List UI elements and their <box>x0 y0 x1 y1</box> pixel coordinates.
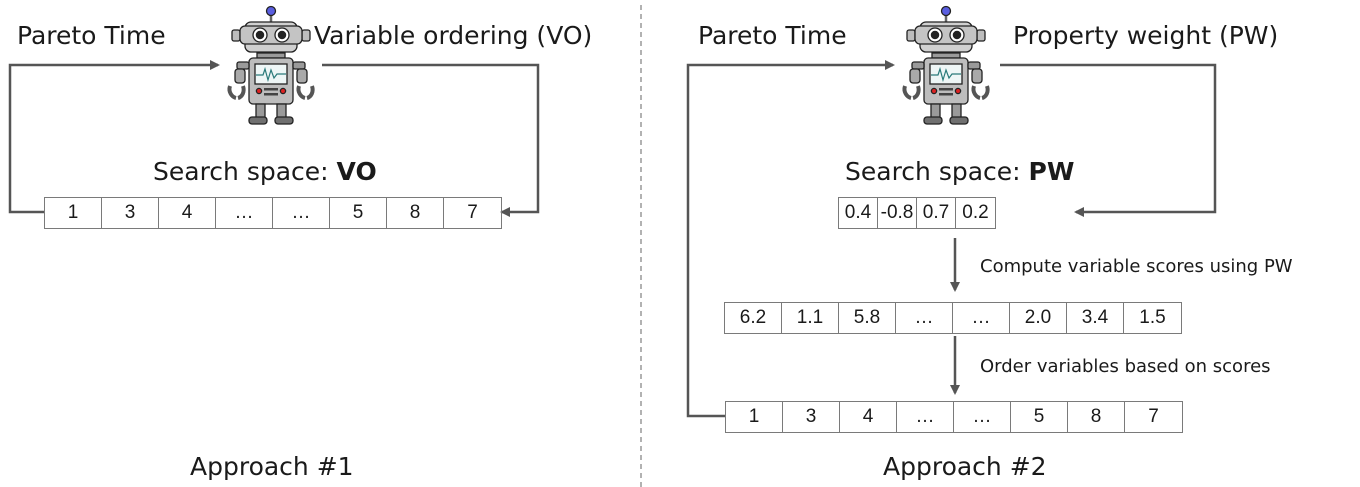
a2-score-cell: 6.2 <box>725 303 782 333</box>
a2-score-cell: 1.1 <box>782 303 839 333</box>
a2-space-prefix: Search space: <box>845 157 1029 186</box>
a1-title: Approach #1 <box>190 452 354 481</box>
a2-order-cell: 1 <box>726 402 783 432</box>
a2-step2-label: Order variables based on scores <box>980 356 1271 377</box>
a2-title: Approach #2 <box>883 452 1047 481</box>
a1-search-space-label: Search space: VO <box>153 157 377 187</box>
a2-weight-cell: -0.8 <box>878 198 917 228</box>
a1-output-label: Variable ordering (VO) <box>314 21 593 50</box>
a2-weight-cell: 0.2 <box>962 202 989 223</box>
robot-icon <box>227 5 315 125</box>
a1-vo-cell: 8 <box>387 198 444 228</box>
a2-input-arrow <box>686 60 895 418</box>
a2-space-bold: PW <box>1028 157 1075 186</box>
a2-score-cell: … <box>896 303 953 333</box>
a2-step1-label: Compute variable scores using PW <box>980 256 1293 277</box>
a2-order-cell: 7 <box>1148 406 1159 427</box>
a1-vo-array: 1 3 4 … … 5 8 7 <box>44 197 502 229</box>
a1-input-label: Pareto Time <box>17 21 166 50</box>
a1-output-arrow <box>322 63 540 217</box>
a2-output-arrow <box>1000 63 1217 217</box>
a1-vo-cell: 3 <box>102 198 159 228</box>
a2-weight-cell: 0.4 <box>839 198 878 228</box>
a1-space-prefix: Search space: <box>153 157 337 186</box>
a1-vo-cell: 7 <box>467 202 478 223</box>
a1-vo-cell: 1 <box>45 198 102 228</box>
a1-input-arrow <box>8 60 220 214</box>
a2-input-label: Pareto Time <box>698 21 847 50</box>
a2-order-cell: 5 <box>1011 402 1068 432</box>
a2-weight-cell: 0.7 <box>917 198 956 228</box>
a2-order-cell: 3 <box>783 402 840 432</box>
a2-score-cell: 3.4 <box>1067 303 1124 333</box>
robot-icon <box>902 5 990 125</box>
a2-order-cell: 8 <box>1068 402 1125 432</box>
a2-order-cell: … <box>897 402 954 432</box>
a2-weight-array: 0.4 -0.8 0.7 0.2 <box>838 197 996 229</box>
a2-score-cell: 5.8 <box>839 303 896 333</box>
a2-order-cell: 4 <box>840 402 897 432</box>
a2-score-cell: 2.0 <box>1010 303 1067 333</box>
a2-order-array: 1 3 4 … … 5 8 7 <box>725 401 1183 433</box>
a2-score-cell: 1.5 <box>1139 307 1166 328</box>
a2-score-cell: … <box>953 303 1010 333</box>
a2-score-array: 6.2 1.1 5.8 … … 2.0 3.4 1.5 <box>724 302 1182 334</box>
a1-vo-cell: 5 <box>330 198 387 228</box>
a1-vo-cell: … <box>273 198 330 228</box>
a1-space-bold: VO <box>336 157 377 186</box>
a2-order-cell: … <box>954 402 1011 432</box>
a2-output-label: Property weight (PW) <box>1013 21 1279 50</box>
a2-search-space-label: Search space: PW <box>845 157 1074 187</box>
a1-vo-cell: … <box>216 198 273 228</box>
a1-vo-cell: 4 <box>159 198 216 228</box>
